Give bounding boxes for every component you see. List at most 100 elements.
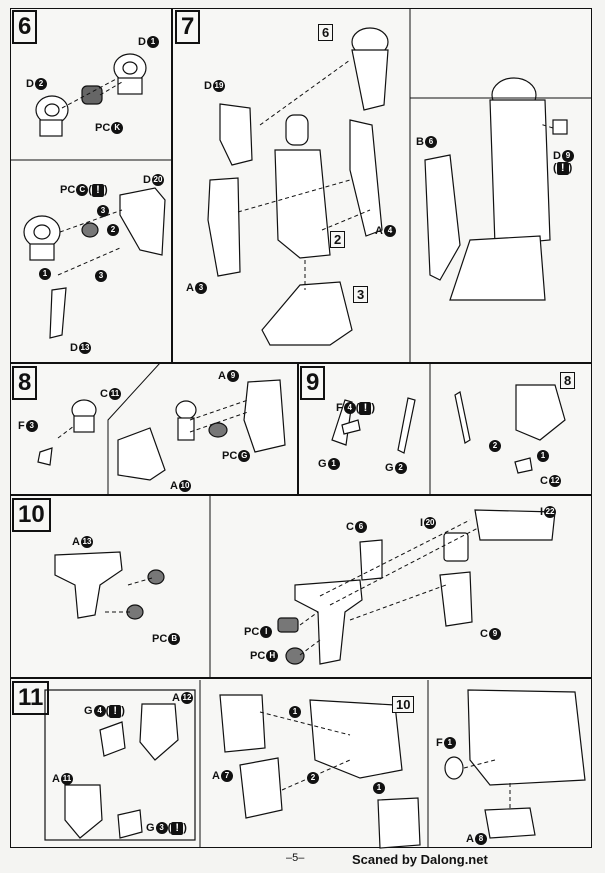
part-waist-complete-icon: [467, 689, 586, 786]
step-number-9: 9: [300, 366, 326, 400]
ref-step-2: 2: [330, 231, 346, 248]
step9-arrow-2: 2: [488, 440, 501, 453]
part-d2-icon: [35, 95, 69, 137]
part-joint-8-icon: [175, 400, 197, 441]
part-leg-complete-icon: [449, 77, 551, 301]
part-shield-icon: [219, 694, 266, 753]
part-d1-icon: [113, 53, 147, 95]
page-number: –5–: [286, 852, 305, 864]
step11-arrow-1b: 1: [372, 782, 385, 795]
step11-arrow-2: 2: [306, 772, 319, 785]
part-a10-icon: [117, 427, 166, 481]
part-pck-icon: [81, 85, 103, 105]
part-a11-icon: [64, 784, 103, 839]
part-i20-icon: [443, 532, 469, 562]
part-g2-icon: [397, 397, 416, 454]
part-g3-icon: [117, 809, 143, 839]
ref-step-6: 6: [318, 24, 334, 41]
step11-arrow-1: 1: [288, 706, 301, 719]
part-f1-icon: [444, 756, 464, 780]
step-number-6: 6: [12, 10, 38, 44]
part-a8-icon: [484, 807, 536, 839]
part-c12-icon: [514, 457, 533, 474]
part-f4-icon: [341, 419, 361, 435]
part-leg-frame-icon: [274, 114, 331, 259]
part-d19-icon: [219, 103, 253, 166]
part-upper-leg-icon: [351, 27, 389, 111]
part-sword-icon: [454, 391, 471, 444]
step-number-8: 8: [12, 366, 38, 400]
scan-credit: Scaned by Dalong.net: [352, 852, 488, 867]
step6-arrow-1: 1: [38, 268, 51, 281]
part-a12-icon: [139, 703, 179, 761]
part-c9-icon: [439, 571, 473, 627]
step-number-10: 10: [12, 498, 51, 532]
part-pci-icon: [277, 617, 299, 633]
step6-arrow-3: 3: [96, 205, 109, 218]
step-number-11: 11: [12, 681, 50, 715]
ref-step-3: 3: [353, 286, 369, 303]
part-d13-icon: [49, 287, 67, 339]
part-d9-icon: [552, 119, 568, 135]
part-a7-icon: [239, 757, 283, 819]
ref-step-10: 10: [392, 696, 415, 713]
step6-arrow-3b: 3: [94, 270, 107, 283]
part-b6-icon: [424, 154, 461, 281]
part-a4-icon: [349, 119, 383, 237]
ref-step-8: 8: [560, 372, 576, 389]
part-d20-icon: [119, 187, 166, 256]
part-c11-icon: [71, 399, 97, 433]
part-waist-frame-icon: [294, 579, 363, 665]
part-foot-icon: [261, 281, 353, 346]
part-pch-icon: [285, 647, 305, 665]
step9-arrow-1: 1: [536, 450, 549, 463]
part-i22-icon: [474, 509, 556, 541]
step-number-7: 7: [175, 10, 201, 44]
part-pcg-icon: [208, 422, 228, 438]
part-a9-icon: [243, 379, 286, 453]
part-g4-icon: [99, 721, 126, 757]
part-waist-11-icon: [309, 699, 403, 779]
part-a13-icon: [54, 551, 123, 619]
part-assembly-6-icon: [23, 215, 61, 261]
part-c6-icon: [359, 539, 383, 581]
part-head-9-icon: [515, 384, 566, 441]
part-skirt-11-icon: [377, 797, 421, 849]
part-f3-icon: [37, 447, 53, 466]
part-pcb-1-icon: [147, 569, 165, 585]
